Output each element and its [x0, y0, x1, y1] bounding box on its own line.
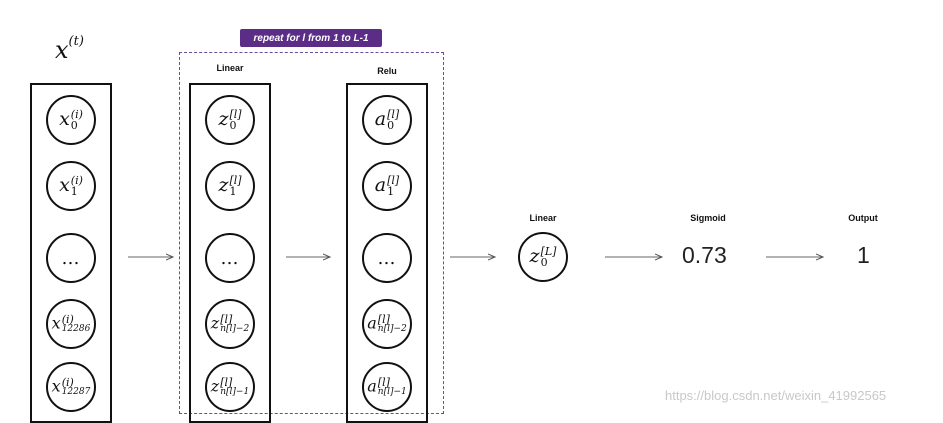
- linear-node-sup: [l]: [229, 174, 242, 187]
- repeat-banner: repeat for l from 1 to L-1: [240, 29, 382, 47]
- input-node-sup: (i): [70, 174, 83, 187]
- relu-node-sub: 0: [387, 119, 395, 132]
- final-node-sub: 0: [540, 256, 548, 269]
- relu-node-ellipsis: …: [377, 247, 397, 269]
- final-linear-node: z[L]0: [518, 232, 568, 282]
- linear-node-base: z: [210, 376, 220, 396]
- final-node-base: z: [529, 245, 540, 267]
- input-node-2: …: [46, 233, 96, 283]
- input-node-sub: 12287: [61, 387, 91, 397]
- header-sigmoid: Sigmoid: [690, 213, 726, 223]
- header-linear: Linear: [216, 63, 244, 73]
- linear-node-sub: n[l]−2: [220, 324, 250, 334]
- linear-node-sup: [l]: [220, 313, 233, 326]
- linear-node-sup: [l]: [229, 108, 242, 121]
- relu-node-base: a: [374, 174, 387, 196]
- input-node-ellipsis: …: [61, 247, 81, 269]
- input-title-base: x: [55, 36, 69, 64]
- arrows: [128, 0, 943, 414]
- linear-node-0: z[l]0: [205, 95, 255, 145]
- linear-node-base: z: [218, 174, 229, 196]
- input-node-base: x: [59, 108, 70, 130]
- linear-node-sub: n[l]−1: [220, 387, 250, 397]
- header-output: Output: [848, 213, 878, 223]
- linear-node-3: z[l]n[l]−2: [205, 299, 255, 349]
- linear-node-sup: [l]: [220, 376, 233, 389]
- input-title: x(t): [55, 34, 84, 64]
- header-linear-output: Linear: [529, 213, 557, 223]
- linear-node-sub: 0: [229, 119, 237, 132]
- relu-node-sup: [l]: [377, 313, 390, 326]
- input-title-sup: (t): [68, 34, 84, 49]
- linear-node-2: …: [205, 233, 255, 283]
- input-node-sub: 12286: [61, 324, 91, 334]
- input-node-1: x(i)1: [46, 161, 96, 211]
- input-node-sup: (i): [61, 376, 74, 389]
- sigmoid-value: 0.73: [682, 242, 727, 268]
- relu-node-base: a: [367, 376, 377, 396]
- input-node-3: x(i)12286: [46, 299, 96, 349]
- relu-node-0: a[l]0: [362, 95, 412, 145]
- linear-node-sub: 1: [229, 185, 237, 198]
- linear-node-1: z[l]1: [205, 161, 255, 211]
- relu-node-2: …: [362, 233, 412, 283]
- input-node-sup: (i): [61, 313, 74, 326]
- input-node-sub: 1: [70, 185, 78, 198]
- relu-node-base: a: [374, 108, 387, 130]
- output-value: 1: [857, 242, 870, 268]
- input-node-base: x: [51, 376, 61, 396]
- linear-node-ellipsis: …: [220, 247, 240, 269]
- linear-node-base: z: [210, 313, 220, 333]
- relu-node-sup: [l]: [387, 108, 400, 121]
- relu-node-3: a[l]n[l]−2: [362, 299, 412, 349]
- watermark: https://blog.csdn.net/weixin_41992565: [665, 388, 887, 403]
- input-node-base: x: [59, 174, 70, 196]
- relu-node-sub: n[l]−1: [377, 387, 407, 397]
- relu-node-1: a[l]1: [362, 161, 412, 211]
- input-node-sub: 0: [70, 119, 78, 132]
- relu-node-4: a[l]n[l]−1: [362, 362, 412, 412]
- relu-node-base: a: [367, 313, 377, 333]
- relu-node-sub: 1: [387, 185, 395, 198]
- relu-node-sup: [l]: [377, 376, 390, 389]
- final-node-sup: [L]: [540, 245, 557, 258]
- linear-node-4: z[l]n[l]−1: [205, 362, 255, 412]
- input-node-4: x(i)12287: [46, 362, 96, 412]
- input-node-base: x: [51, 313, 61, 333]
- input-node-0: x(i)0: [46, 95, 96, 145]
- linear-node-base: z: [218, 108, 229, 130]
- relu-node-sub: n[l]−2: [377, 324, 407, 334]
- relu-node-sup: [l]: [387, 174, 400, 187]
- header-relu: Relu: [377, 66, 397, 76]
- input-node-sup: (i): [70, 108, 83, 121]
